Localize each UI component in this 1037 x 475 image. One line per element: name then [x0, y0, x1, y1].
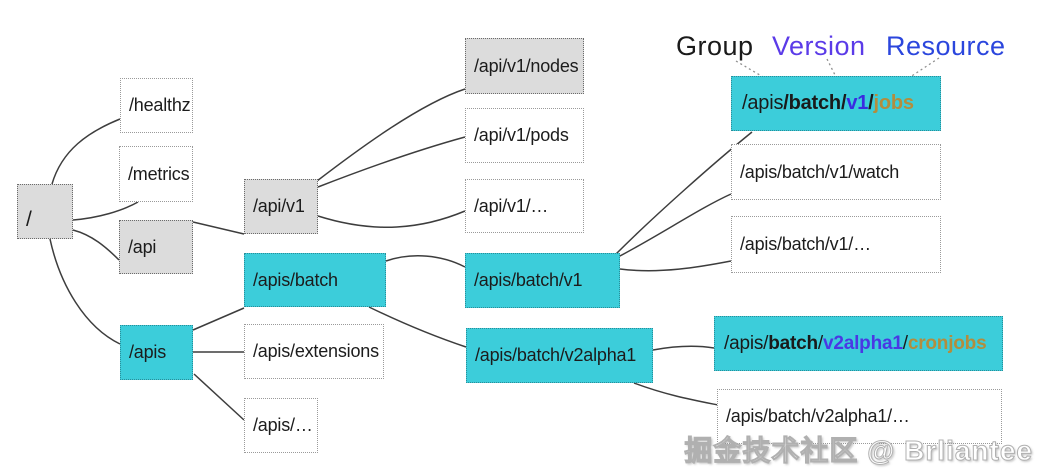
path-segment: / [817, 332, 823, 354]
node-apis-batch: /apis/batch [244, 253, 386, 307]
node-api: /api [119, 220, 193, 274]
watermark: 掘金技术社区 @ Brliantee [684, 435, 1033, 467]
node-root: / [17, 184, 73, 239]
path-segment: /apis [742, 92, 784, 114]
legend-version-label: Version [772, 31, 866, 61]
node-healthz: /healthz [120, 78, 193, 133]
node-apis-batch-v1-dots: /apis/batch/v1/… [731, 216, 941, 273]
node-metrics: /metrics [119, 146, 193, 202]
node-apis-batch-v1-watch: /apis/batch/v1/watch [731, 144, 941, 200]
node-apis-batch-v1-jobs: /apis/batch/v1/jobs [731, 76, 941, 131]
path-segment: /batch/ [783, 92, 847, 114]
path-segment: v2alpha1 [823, 332, 903, 354]
node-apis-batch-v1: /apis/batch/v1 [465, 253, 620, 308]
legend-resource-label: Resource [886, 31, 1006, 61]
node-apis-extensions: /apis/extensions [244, 324, 384, 379]
node-apis-batch-v2alpha1-dots: /apis/batch/v2alpha1/… [717, 389, 1002, 444]
path-segment: / [902, 332, 908, 354]
node-api-v1: /api/v1 [244, 179, 318, 234]
path-segment: v1 [846, 92, 869, 114]
node-apis-batch-v2alpha1-cronjobs: /apis/batch/v2alpha1/cronjobs [714, 316, 1003, 371]
node-apis-batch-v2alpha1: /apis/batch/v2alpha1 [466, 328, 653, 383]
node-api-v1-dots: /api/v1/… [465, 179, 584, 233]
node-apis-dots: /apis/… [244, 398, 318, 453]
path-segment: jobs [873, 92, 915, 114]
node-api-v1-pods: /api/v1/pods [465, 108, 584, 163]
node-api-v1-nodes: /api/v1/nodes [465, 38, 584, 94]
path-segment: /apis/ [724, 332, 769, 354]
node-apis: /apis [120, 325, 193, 380]
path-segment: cronjobs [907, 332, 987, 354]
path-segment: batch [768, 332, 818, 354]
path-segment: / [868, 92, 874, 114]
legend-group-label: Group [676, 31, 754, 61]
tree-edges [49, 88, 753, 421]
